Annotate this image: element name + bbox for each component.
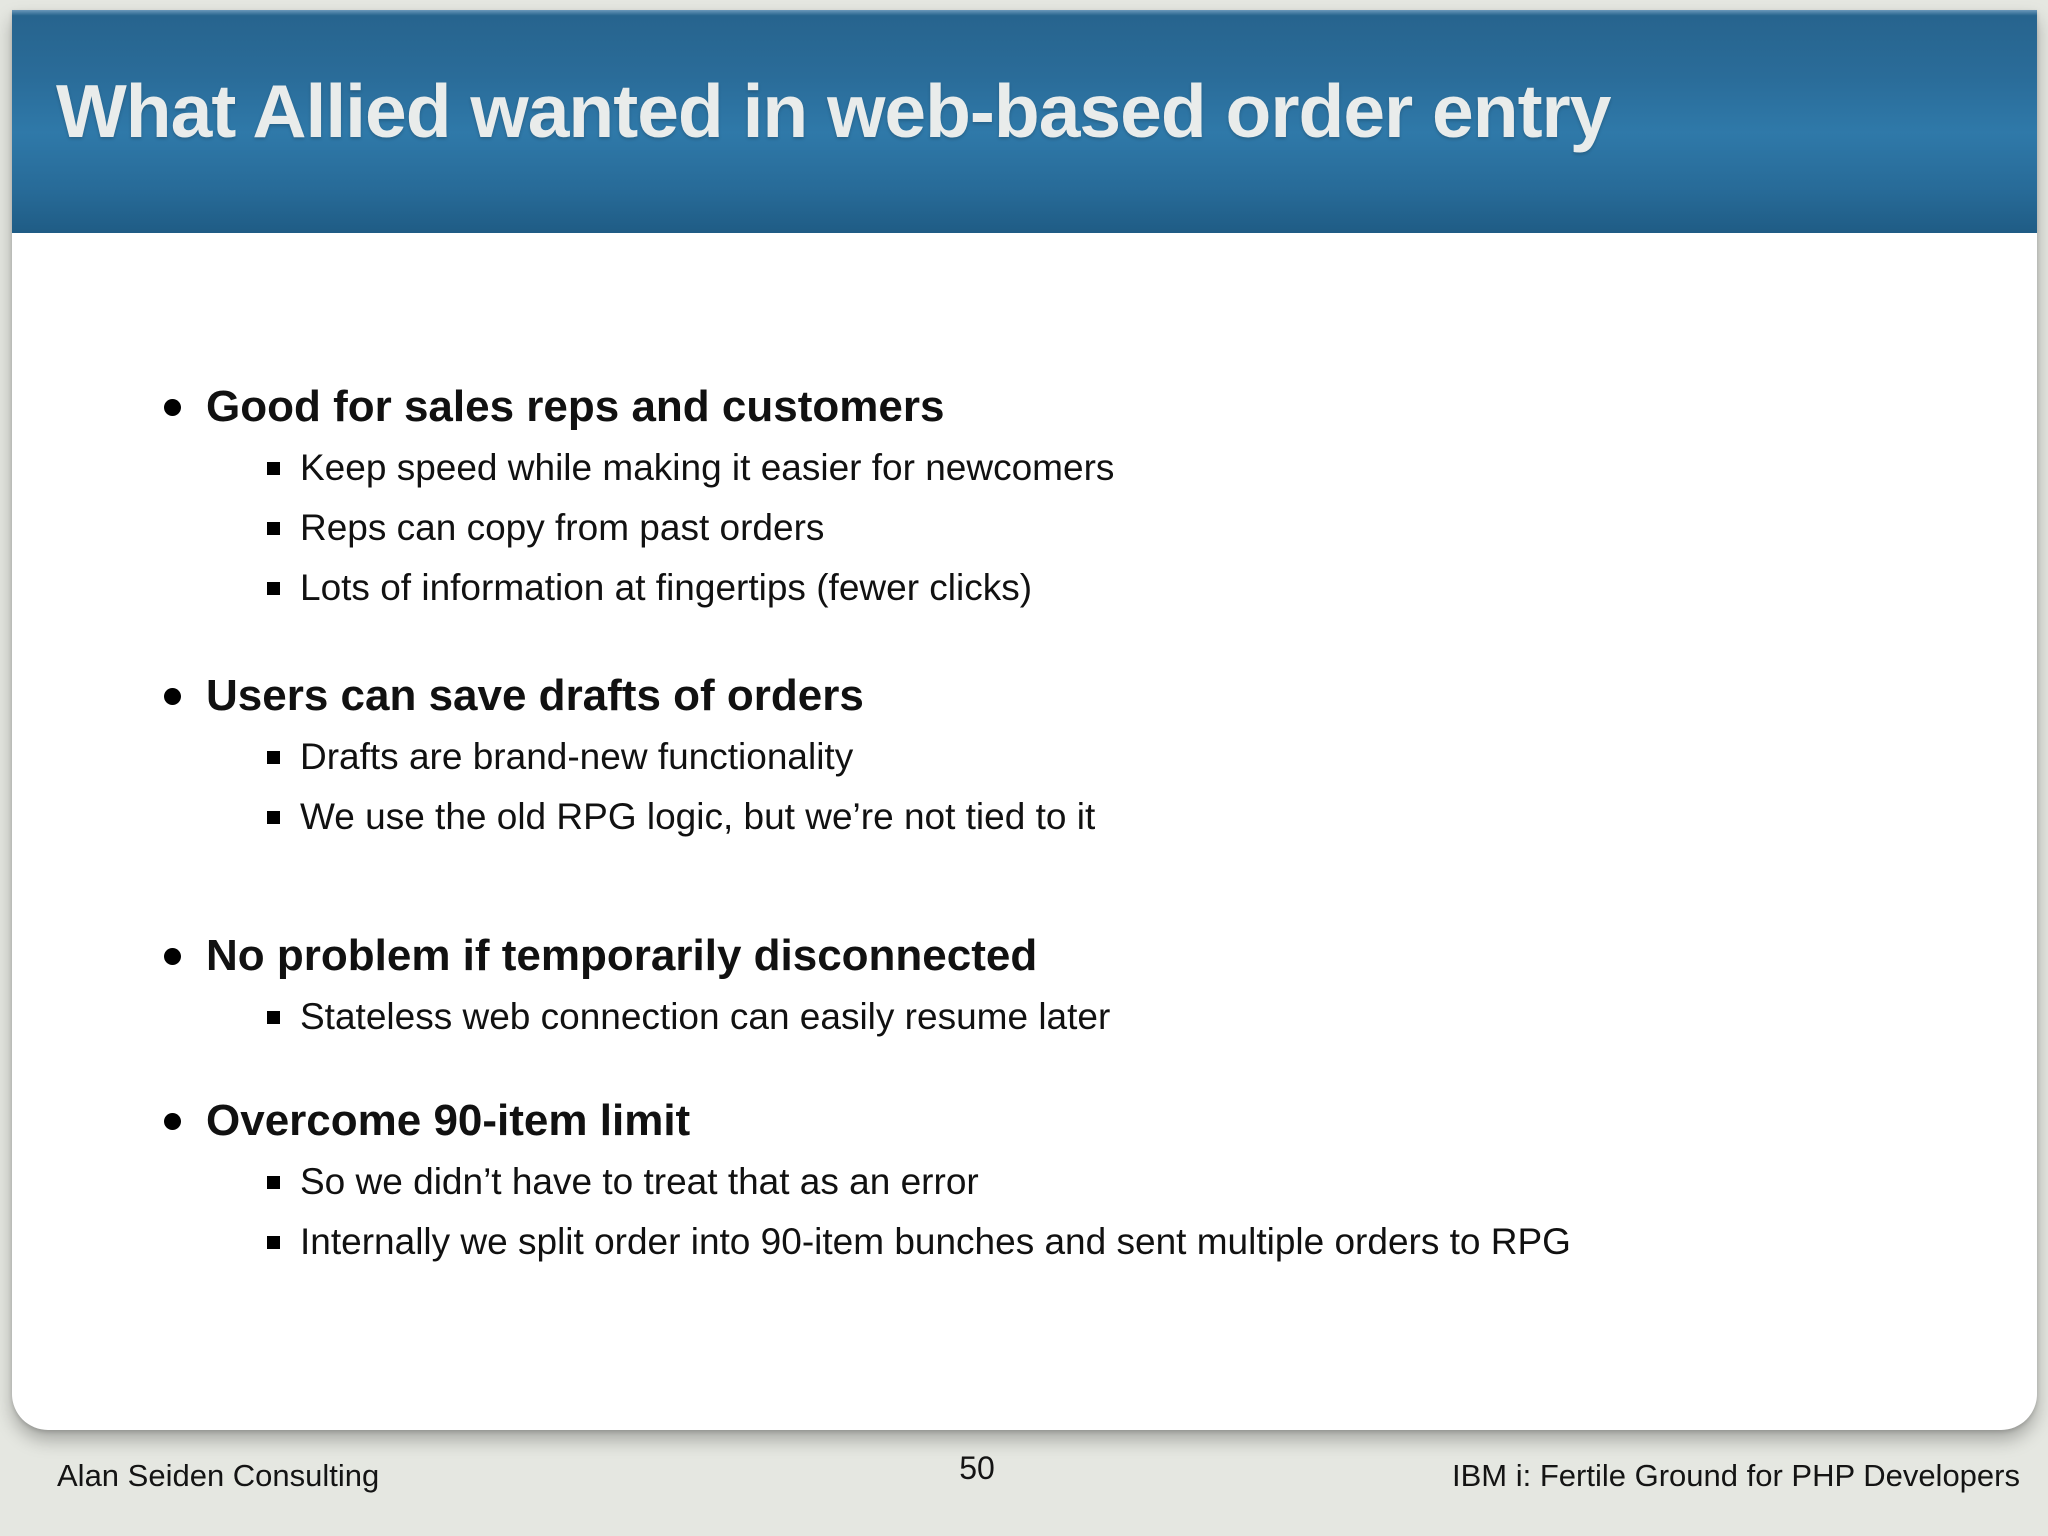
bullet-section: Overcome 90-item limit So we didn’t have… (164, 1090, 1977, 1272)
bullet-icon (164, 398, 181, 416)
square-bullet-icon (267, 1235, 280, 1249)
square-bullet-icon (267, 581, 280, 595)
bullet-item: We use the old RPG logic, but we’re not … (164, 787, 1977, 847)
square-bullet-icon (267, 1010, 280, 1024)
bullet-item-text: Internally we split order into 90-item b… (300, 1221, 1571, 1262)
bullet-item: Stateless web connection can easily resu… (164, 987, 1977, 1047)
square-bullet-icon (267, 1175, 280, 1189)
bullet-item-text: We use the old RPG logic, but we’re not … (300, 796, 1096, 837)
section-heading: Users can save drafts of orders (206, 671, 864, 720)
slide-body: Good for sales reps and customers Keep s… (164, 376, 1977, 1272)
bullet-icon (164, 947, 181, 965)
section-heading: Good for sales reps and customers (206, 382, 945, 431)
bullet-item-text: Stateless web connection can easily resu… (300, 996, 1111, 1037)
bullet-item: Drafts are brand-new functionality (164, 727, 1977, 787)
bullet-icon (164, 1112, 181, 1130)
bullet-item-text: So we didn’t have to treat that as an er… (300, 1161, 979, 1202)
square-bullet-icon (267, 750, 280, 764)
section-heading-row: Users can save drafts of orders (164, 665, 1977, 727)
bullet-item-text: Lots of information at fingertips (fewer… (300, 567, 1033, 608)
bullet-item-text: Reps can copy from past orders (300, 507, 825, 548)
section-heading: Overcome 90-item limit (206, 1096, 691, 1145)
bullet-item: So we didn’t have to treat that as an er… (164, 1152, 1977, 1212)
section-heading: No problem if temporarily disconnected (206, 931, 1038, 980)
section-heading-row: No problem if temporarily disconnected (164, 925, 1977, 987)
bullet-section: Users can save drafts of orders Drafts a… (164, 665, 1977, 847)
bullet-item: Lots of information at fingertips (fewer… (164, 558, 1977, 618)
page-number: 50 (959, 1450, 995, 1486)
bullet-section: Good for sales reps and customers Keep s… (164, 376, 1977, 618)
bullet-section: No problem if temporarily disconnected S… (164, 925, 1977, 1047)
bullet-item-text: Keep speed while making it easier for ne… (300, 447, 1115, 488)
slide-title: What Allied wanted in web-based order en… (56, 69, 1611, 153)
slide-header: What Allied wanted in web-based order en… (12, 10, 2037, 233)
bullet-item: Keep speed while making it easier for ne… (164, 438, 1977, 498)
slide: What Allied wanted in web-based order en… (12, 10, 2037, 1430)
footer-left-text: Alan Seiden Consulting (57, 1458, 380, 1493)
footer-right-text: IBM i: Fertile Ground for PHP Developers (1452, 1458, 2020, 1493)
bullet-item: Reps can copy from past orders (164, 498, 1977, 558)
bullet-item-text: Drafts are brand-new functionality (300, 736, 854, 777)
section-heading-row: Good for sales reps and customers (164, 376, 1977, 438)
square-bullet-icon (267, 810, 280, 824)
square-bullet-icon (267, 521, 280, 535)
square-bullet-icon (267, 461, 280, 475)
bullet-icon (164, 687, 181, 705)
bullet-item: Internally we split order into 90-item b… (164, 1212, 1977, 1272)
section-heading-row: Overcome 90-item limit (164, 1090, 1977, 1152)
